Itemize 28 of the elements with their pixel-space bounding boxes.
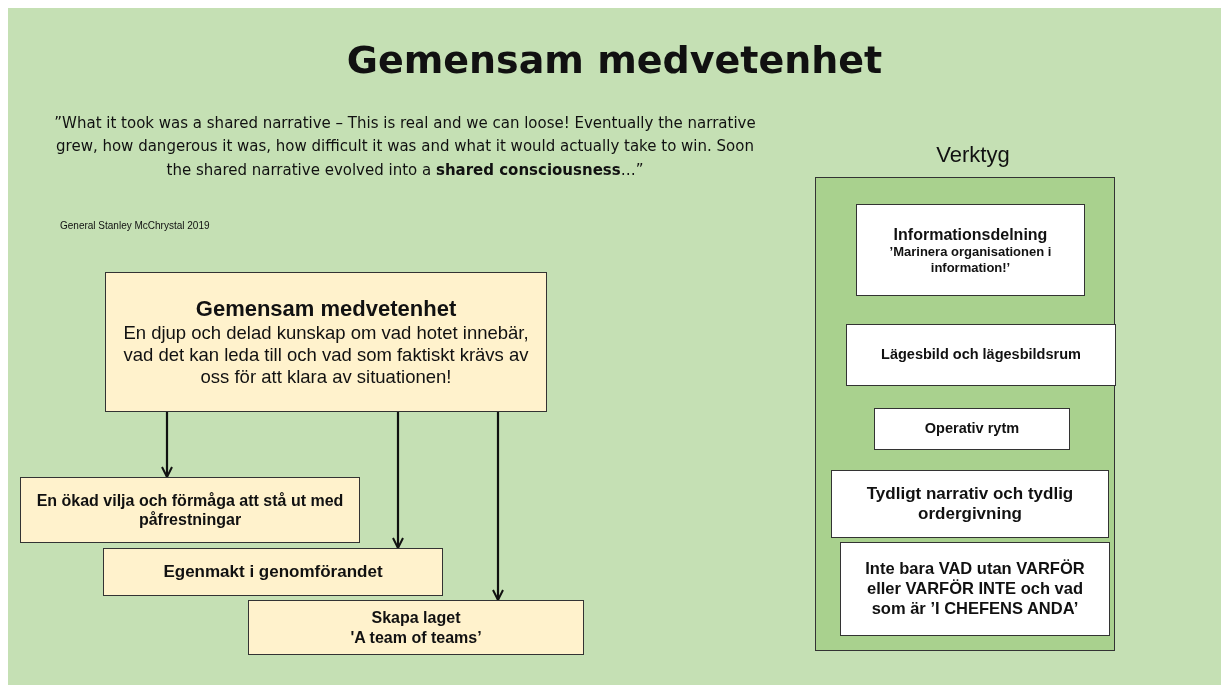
box-heading: Skapa laget bbox=[370, 608, 462, 628]
quote-text: ”What it took was a shared narrative – This is real and we can loose! Eventually the narrative grew, how dangerous it was, how difficult it was and what it would actually take to win. Soon the shared narrative evolved into a shared consciousness…” bbox=[53, 113, 757, 181]
box-text: 'A team of teams’ bbox=[349, 627, 483, 647]
box-heading: Gemensam medvetenhet bbox=[194, 295, 458, 322]
concept-box bbox=[20, 477, 360, 543]
tool-card bbox=[846, 324, 1116, 386]
concept-box bbox=[248, 600, 584, 655]
arrow bbox=[392, 412, 404, 549]
arrow bbox=[161, 412, 173, 478]
box-text: En djup och delad kunskap om vad hotet innebär, vad det kan leda till och vad som faktiskt krävs av oss för att klara av situationen! bbox=[122, 321, 530, 389]
concept-box bbox=[105, 272, 547, 412]
arrow bbox=[492, 412, 504, 601]
panel-heading: Verktyg bbox=[935, 142, 1011, 169]
title: Gemensam medvetenhet bbox=[345, 38, 884, 82]
box-heading: Informationsdelning bbox=[892, 224, 1049, 244]
box-heading: Egenmakt i genomförandet bbox=[162, 561, 384, 583]
box-heading: Tydligt narrativ och tydlig ordergivning bbox=[865, 483, 1075, 525]
box-text: ’Marinera organisationen i information!’ bbox=[888, 244, 1053, 276]
tool-card bbox=[874, 408, 1070, 450]
tool-card bbox=[856, 204, 1085, 296]
quote-source: General Stanley McChrystal 2019 bbox=[60, 220, 210, 231]
tool-card bbox=[840, 542, 1110, 636]
box-heading: Operativ rytm bbox=[923, 420, 1021, 438]
box-heading: Lägesbild och lägesbildsrum bbox=[880, 346, 1082, 364]
box-heading: En ökad vilja och förmåga att stå ut med påfrestningar bbox=[35, 490, 345, 530]
tool-card bbox=[831, 470, 1109, 538]
box-heading: Inte bara VAD utan VARFÖR eller VARFÖR INTE och vad som är ’I CHEFENS ANDA’ bbox=[864, 559, 1086, 619]
concept-box bbox=[103, 548, 443, 596]
